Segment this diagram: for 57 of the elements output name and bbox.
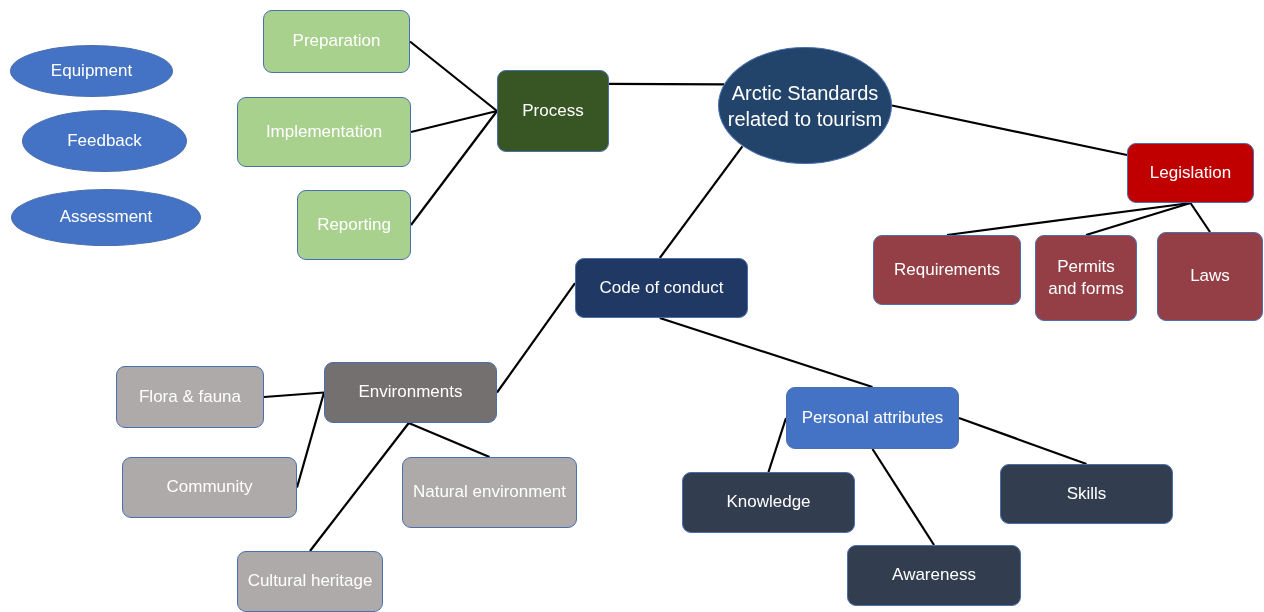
rounded-box — [263, 10, 410, 73]
node-label: Arctic Standards related to tourism — [727, 80, 883, 132]
rounded-box — [1035, 235, 1137, 321]
node-label: Awareness — [892, 564, 976, 587]
rounded-box — [497, 70, 609, 152]
connector-line — [410, 109, 498, 134]
node-label: Feedback — [67, 129, 142, 152]
rounded-box — [786, 387, 959, 449]
connector-line — [295, 392, 326, 488]
connector-line — [1085, 201, 1191, 237]
rounded-box — [402, 457, 577, 528]
connector-line — [410, 110, 498, 226]
node-label: Environments — [358, 381, 463, 404]
connector-line — [871, 448, 935, 546]
rounded-box — [297, 190, 411, 260]
node-label: Process — [522, 99, 584, 122]
connector-line — [958, 416, 1087, 466]
connector-line — [658, 145, 744, 259]
connector-line — [659, 316, 873, 389]
node-label: Flora & fauna — [138, 385, 242, 408]
rounded-box — [237, 97, 411, 167]
node-label: Legislation — [1149, 161, 1232, 184]
rounded-box — [1000, 464, 1173, 524]
node-label: Personal attributes — [801, 406, 944, 429]
node-label: Equipment — [50, 59, 133, 82]
rounded-box — [1127, 143, 1254, 203]
node-label: Assessment — [59, 206, 153, 229]
connector-line — [1189, 202, 1211, 233]
rounded-box — [873, 235, 1021, 305]
connector-line — [408, 422, 490, 458]
node-label: Cultural heritage — [247, 570, 373, 593]
connector-line — [891, 104, 1128, 157]
node-label: Implementation — [265, 120, 383, 143]
node-label: Community — [166, 476, 253, 499]
rounded-box — [116, 366, 264, 428]
connector-line — [496, 282, 576, 394]
node-label: Knowledge — [726, 491, 811, 514]
connector-line — [609, 82, 725, 86]
rounded-box — [575, 258, 748, 318]
node-label: Permits and forms — [1047, 255, 1125, 300]
rounded-box — [1157, 232, 1263, 321]
rounded-box — [237, 551, 383, 612]
connector-line — [309, 422, 410, 552]
node-label: Natural environment — [412, 481, 567, 504]
node-label: Code of conduct — [599, 276, 724, 299]
connector-line — [409, 40, 498, 112]
node-label: Reporting — [317, 213, 391, 236]
connector-line — [767, 417, 788, 473]
node-label: Skills — [1066, 482, 1107, 505]
rounded-box — [122, 457, 297, 518]
rounded-box — [682, 472, 855, 533]
node-label: Preparation — [292, 30, 381, 53]
rounded-box — [324, 362, 497, 423]
rounded-box — [847, 545, 1021, 606]
connector-line — [263, 391, 325, 399]
node-label: Requirements — [894, 258, 1000, 281]
node-label: Laws — [1190, 265, 1230, 288]
